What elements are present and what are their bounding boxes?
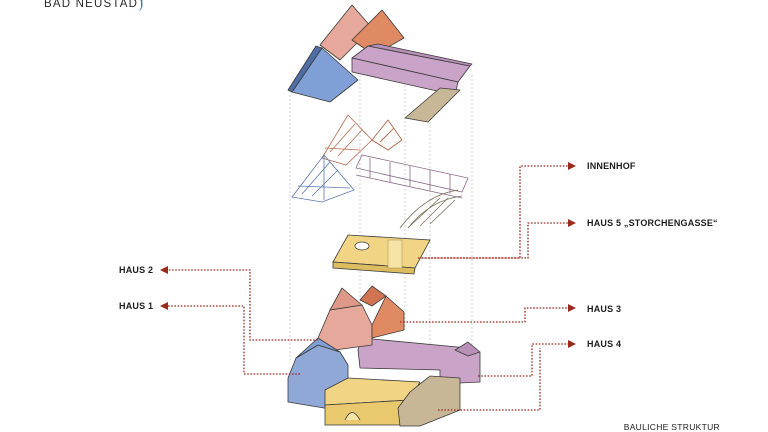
innenhof-layer <box>332 234 431 275</box>
label-haus5: HAUS 5 „STORCHENGASSE“ <box>587 218 718 228</box>
label-haus3: HAUS 3 <box>587 304 622 314</box>
frame-haus1 <box>291 154 355 203</box>
haus5-gable <box>454 341 481 357</box>
haus4-body <box>397 375 461 427</box>
haus2-roof <box>329 287 363 311</box>
leader-arrowheads <box>160 162 576 348</box>
roof-haus5-top <box>367 43 473 67</box>
haus3-roof <box>359 285 387 307</box>
roof-haus1-side <box>287 45 323 93</box>
building-block <box>287 285 481 427</box>
haus3-body <box>371 295 405 339</box>
label-haus4: HAUS 4 <box>587 339 622 349</box>
label-haus2: HAUS 2 <box>119 265 154 275</box>
frame-haus5 <box>355 154 469 199</box>
frame-haus4 <box>399 189 463 229</box>
roof-haus4 <box>404 87 461 123</box>
brand-swoosh-icon: ) <box>139 0 144 11</box>
frame-haus3 <box>371 119 403 151</box>
label-haus1: HAUS 1 <box>119 301 154 311</box>
leader-lines <box>168 165 568 411</box>
brand-title: BAD NEUSTADT <box>44 0 147 10</box>
roof-layer <box>287 4 473 123</box>
timber-layer <box>291 114 469 229</box>
footer-caption: BAULICHE STRUKTUR <box>623 422 720 432</box>
label-innenhof: INNENHOF <box>587 161 636 171</box>
haus5-body <box>357 337 481 385</box>
frame-haus2 <box>321 114 373 166</box>
haus1-gable <box>295 337 341 359</box>
